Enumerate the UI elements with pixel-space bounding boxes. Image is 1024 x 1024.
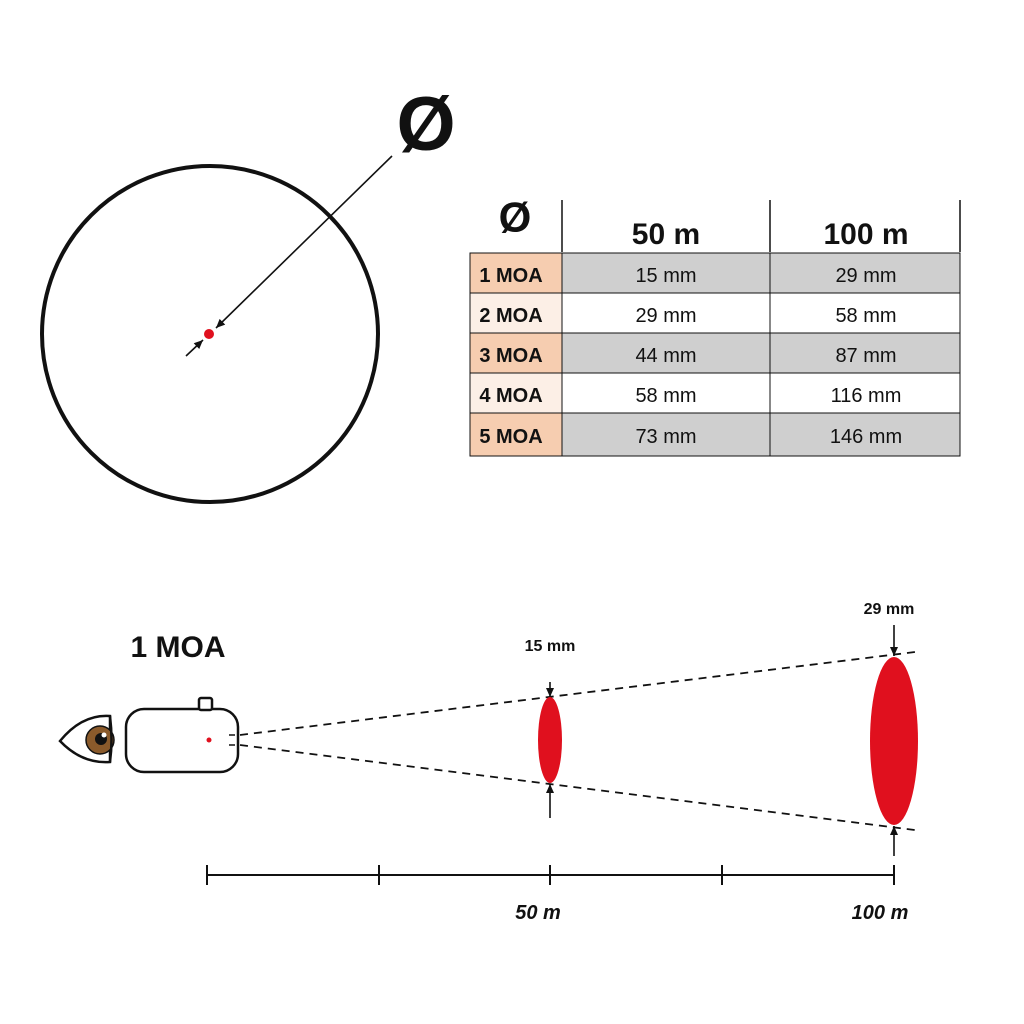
moa-table: Ø 50 m 100 m 1 MOA 15 mm 29 mm 2 MOA 29 …	[469, 194, 961, 457]
row-3-value-50: 44 mm	[635, 345, 696, 367]
row-3-label-cell	[469, 332, 563, 374]
eye-icon	[58, 714, 115, 764]
pointer-line	[215, 155, 393, 329]
column-header-50m: 50 m	[632, 218, 700, 251]
row-2-cell-50	[561, 292, 771, 334]
pointer-line-small	[185, 339, 204, 357]
table-corner-symbol: Ø	[499, 194, 532, 241]
row-2-label: 2 MOA	[479, 305, 542, 327]
moa-cone-diagram: 1 MOA 15 mm 29 mm	[58, 601, 918, 924]
distance-label-100m: 100 m	[852, 902, 909, 924]
row-3-value-100: 87 mm	[835, 345, 896, 367]
row-5-label: 5 MOA	[479, 426, 542, 448]
row-3-label: 3 MOA	[479, 345, 542, 367]
row-1-cell-100	[769, 252, 961, 294]
row-1-cell-50	[561, 252, 771, 294]
group-ellipse-50m	[538, 697, 562, 783]
row-3-cell-100	[769, 332, 961, 374]
row-5-cell-100	[769, 412, 961, 457]
row-1-value-50: 15 mm	[635, 265, 696, 287]
row-4-cell-50	[561, 372, 771, 414]
row-4-label: 4 MOA	[479, 385, 542, 407]
row-1-value-100: 29 mm	[835, 265, 896, 287]
diagram-title: 1 MOA	[130, 631, 225, 664]
row-5-value-100: 146 mm	[830, 426, 902, 448]
diameter-symbol: Ø	[396, 82, 455, 167]
reticle-circle	[40, 164, 380, 504]
row-5-label-cell	[469, 412, 563, 457]
row-5-value-50: 73 mm	[635, 426, 696, 448]
distance-label-50m: 50 m	[515, 902, 561, 924]
cone-lower-line	[239, 744, 916, 831]
red-dot-sight-icon	[124, 696, 240, 774]
red-dot	[204, 329, 214, 339]
row-2-value-100: 58 mm	[835, 305, 896, 327]
cone-upper-line	[239, 651, 916, 736]
column-header-100m: 100 m	[823, 218, 908, 251]
row-1-label-cell	[469, 252, 563, 294]
group-ellipse-100m	[870, 657, 918, 825]
row-4-value-50: 58 mm	[635, 385, 696, 407]
row-1-label: 1 MOA	[479, 265, 542, 287]
size-label-100m: 29 mm	[864, 601, 915, 618]
reticle-circle-group: Ø	[40, 82, 456, 504]
row-2-value-50: 29 mm	[635, 305, 696, 327]
row-4-value-100: 116 mm	[831, 385, 902, 407]
size-label-50m: 15 mm	[525, 638, 576, 655]
